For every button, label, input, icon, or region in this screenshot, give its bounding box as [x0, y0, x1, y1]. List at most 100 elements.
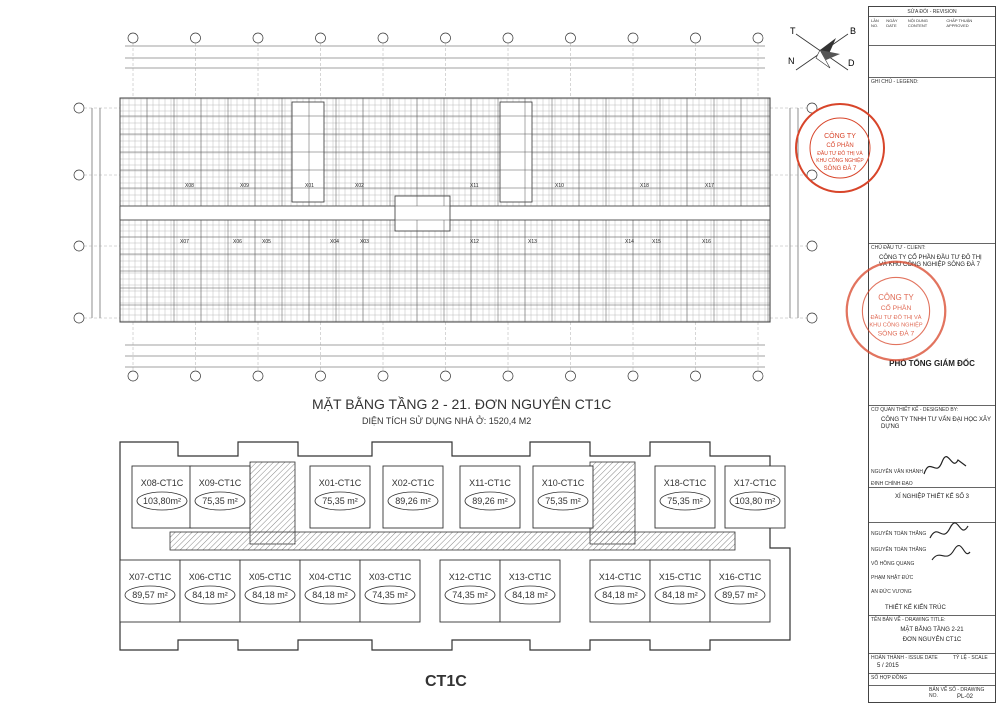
svg-text:KHU CÔNG NGHIỆP: KHU CÔNG NGHIỆP [816, 156, 864, 164]
client-label: CHỦ ĐẦU TƯ - CLIENT: [871, 245, 926, 251]
plan-title: MẶT BẰNG TẦNG 2 - 21. ĐƠN NGUYÊN CT1C [312, 395, 611, 412]
pm-name: NGUYỄN TOÀN THẮNG [871, 531, 927, 537]
svg-text:ĐẦU TƯ ĐÔ THỊ VÀ: ĐẦU TƯ ĐÔ THỊ VÀ [871, 314, 922, 321]
unit-area-ellipse [504, 585, 556, 605]
unit-area-ellipse [659, 491, 711, 511]
unit-area: 84,18 m² [312, 590, 348, 600]
unit-code: X06-CT1C [189, 572, 232, 582]
unit-code: X15-CT1C [659, 572, 702, 582]
svg-text:CỔ PHẦN: CỔ PHẦN [826, 142, 853, 149]
unit-code: X08-CT1C [141, 478, 184, 488]
detail-unit-label: X08 [185, 183, 194, 189]
signature-1 [923, 456, 967, 475]
unit-area-ellipse [654, 585, 706, 605]
compass-t: T [790, 26, 796, 36]
rev-col-approved: CHẤP THUẬN APPROVED [946, 18, 973, 28]
drawing-no-label: BẢN VẼ SỐ - DRAWING NO. [929, 687, 985, 699]
detail-unit-label: X05 [262, 239, 271, 245]
scale-label: TỶ LỆ - SCALE [953, 655, 988, 661]
rev-col-no: LẦN NO. [871, 18, 879, 28]
revision-columns: LẦN NO. NGÀY DATE NỘI DUNG CONTENT CHẤP … [871, 18, 993, 28]
unit-area-ellipse [364, 585, 416, 605]
unit-area: 84,18 m² [602, 590, 638, 600]
detail-unit-label: X18 [640, 183, 649, 189]
issue-date: 5 / 2015 [877, 663, 899, 669]
unit-area: 89,26 m² [395, 496, 431, 506]
company-stamp-1: CÔNG TY CỔ PHẦN ĐẦU TƯ ĐÔ THỊ VÀ KHU CÔN… [795, 103, 885, 193]
unit-area: 89,26 m² [472, 496, 508, 506]
unit-area-ellipse [244, 585, 296, 605]
unit-card-bottom: X14-CT1C 84,18 m² [589, 559, 651, 623]
unit-area: 84,18 m² [192, 590, 228, 600]
compass-n: N [788, 56, 795, 66]
unit-area-ellipse [314, 491, 366, 511]
svg-text:CÔNG TY: CÔNG TY [824, 131, 856, 140]
detail-unit-label: X07 [180, 239, 189, 245]
unit-area: 84,18 m² [662, 590, 698, 600]
unit-area-ellipse [729, 491, 781, 511]
unit-code: X12-CT1C [449, 572, 492, 582]
unit-area-ellipse [594, 585, 646, 605]
unit-area-ellipse [194, 491, 246, 511]
unit-area-ellipse [444, 585, 496, 605]
unit-code: X07-CT1C [129, 572, 172, 582]
detail-unit-label: X11 [470, 183, 479, 189]
unit-code: X09-CT1C [199, 478, 242, 488]
unit-area-ellipse [304, 585, 356, 605]
unit-card-top: X01-CT1C 75,35 m² [309, 465, 371, 529]
unit-area: 84,18 m² [252, 590, 288, 600]
detail-unit-label: X06 [233, 239, 242, 245]
unit-area-ellipse [464, 491, 516, 511]
unit-area: 84,18 m² [512, 590, 548, 600]
core-hatch-right [589, 461, 636, 545]
compass-icon: T B N D [788, 26, 856, 71]
unit-area: 75,35 m² [322, 496, 358, 506]
detail-unit-label: X01 [305, 183, 314, 189]
arch-name: NGUYỄN TOÀN THẮNG [871, 547, 927, 553]
company-stamp-2: CÔNG TY CỔ PHẦN ĐẦU TƯ ĐÔ THỊ VÀ KHU CÔN… [845, 260, 947, 362]
designer-name: CÔNG TY TNHH TƯ VẤN ĐẠI HỌC XÂY DỰNG [881, 417, 991, 430]
unit-card-bottom: X05-CT1C 84,18 m² [239, 559, 301, 623]
unit-code: X17-CT1C [734, 478, 777, 488]
corridor-hatch [169, 531, 736, 551]
unit-area: 74,35 m² [452, 590, 488, 600]
svg-text:ĐẦU TƯ ĐÔ THỊ VÀ: ĐẦU TƯ ĐÔ THỊ VÀ [817, 150, 863, 157]
unit-code: X01-CT1C [319, 478, 362, 488]
unit-code: X14-CT1C [599, 572, 642, 582]
rev-col-content: NỘI DUNG CONTENT [907, 18, 928, 28]
unit-area-ellipse [714, 585, 766, 605]
detail-unit-label: X02 [355, 183, 364, 189]
unit-area-ellipse [537, 491, 589, 511]
legend-label: GHI CHÚ - LEGEND: [871, 79, 919, 85]
drawing-no: PL-02 [957, 694, 974, 700]
unit-code: X03-CT1C [369, 572, 412, 582]
issue-date-label: HOÀN THÀNH - ISSUE DATE [871, 655, 938, 661]
checker-name: PHẠM NHẬT ĐỨC [871, 575, 914, 581]
unit-area-ellipse [184, 585, 236, 605]
detail-unit-label: X04 [330, 239, 339, 245]
detail-unit-label: X15 [652, 239, 661, 245]
detail-unit-label: X09 [240, 183, 249, 189]
svg-text:KHU CÔNG NGHIỆP: KHU CÔNG NGHIỆP [869, 321, 922, 329]
unit-code: X13-CT1C [509, 572, 552, 582]
unit-card-bottom: X15-CT1C 84,18 m² [649, 559, 711, 623]
unit-area: 75,35 m² [545, 496, 581, 506]
unit-code: X05-CT1C [249, 572, 292, 582]
unit-card-bottom: X13-CT1C 84,18 m² [499, 559, 561, 623]
signature-2 [929, 522, 971, 561]
designer-label: CƠ QUAN THIẾT KẾ - DESIGNED BY: [871, 407, 959, 413]
title-block: SỬA ĐỔI - REVISION LẦN NO. NGÀY DATE NỘI… [868, 6, 996, 703]
rev-col-date: NGÀY DATE [886, 18, 898, 28]
compass-d: D [848, 58, 855, 68]
unit-code: X18-CT1C [664, 478, 707, 488]
drawing-title-label: TÊN BẢN VẼ - DRAWING TITLE: [871, 617, 946, 623]
detail-unit-label: X16 [702, 239, 711, 245]
detail-unit-label: X14 [625, 239, 634, 245]
